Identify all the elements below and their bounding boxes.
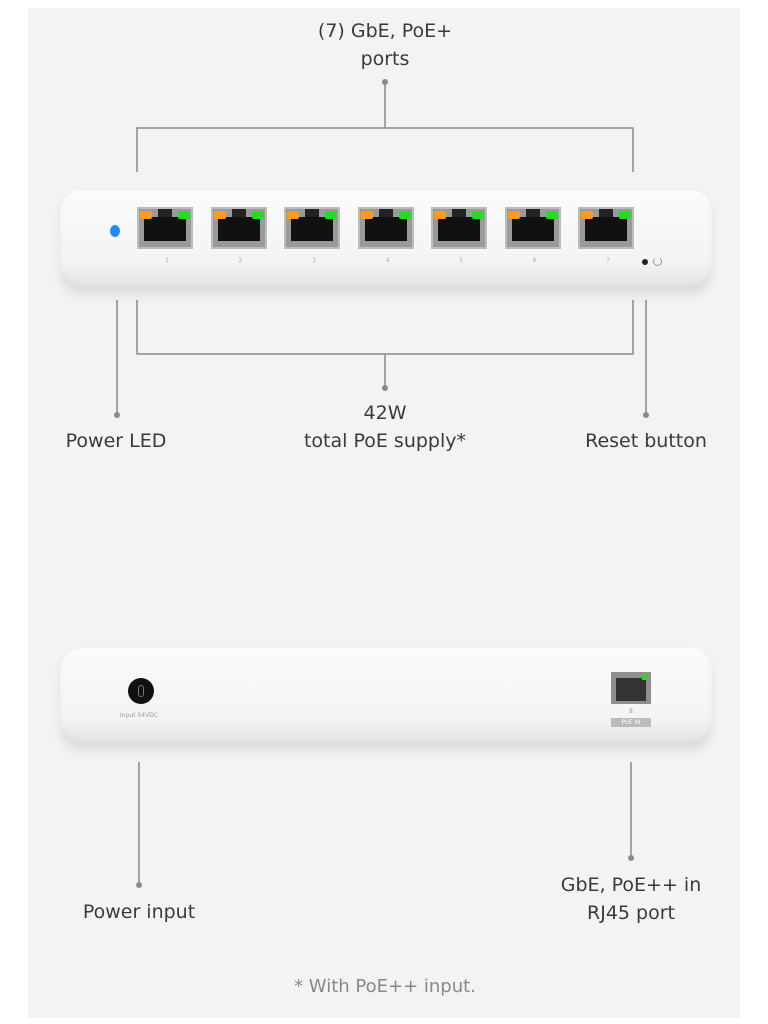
switch-front: 1 2 3 4 5 6 7 — [60, 190, 712, 290]
poe-watts: 42W — [363, 402, 407, 424]
link-led-icon — [545, 211, 558, 219]
poe-bracket — [136, 300, 634, 388]
uplink-label-line1: GbE, PoE++ in — [560, 874, 702, 896]
rj45-port-2: 2 — [210, 207, 267, 264]
uplink-label: GbE, PoE++ in RJ45 port — [561, 871, 701, 927]
uplink-port-number: 8 — [629, 708, 633, 715]
activity-led-icon — [434, 211, 446, 219]
link-led-icon — [251, 211, 264, 219]
poe-supply-label: 42W total PoE supply* — [304, 399, 466, 455]
link-led-icon — [472, 211, 484, 219]
power-input-marking: Input 54VDC — [120, 712, 158, 719]
link-led-icon — [325, 211, 337, 219]
uplink-port — [611, 672, 651, 704]
activity-led-icon — [213, 211, 226, 219]
ports-label-line1: (7) GbE, PoE+ — [317, 20, 453, 42]
ports-label-line2: ports — [360, 48, 410, 70]
link-led-icon — [619, 211, 631, 219]
activity-led-icon — [581, 211, 593, 219]
port-number: 2 — [238, 257, 243, 264]
port-number: 1 — [165, 257, 169, 264]
port-number: 3 — [312, 257, 316, 264]
reset-label: Reset button — [585, 430, 707, 452]
footnote: * With PoE++ input. — [294, 976, 476, 997]
uplink-label-line2: RJ45 port — [587, 902, 675, 924]
activity-led-icon — [360, 211, 373, 219]
link-led-icon — [398, 211, 411, 219]
ports-label: (7) GbE, PoE+ ports — [318, 17, 452, 73]
activity-led-icon — [140, 211, 152, 219]
rj45-port-1: 1 — [137, 207, 193, 264]
port-number: 5 — [459, 257, 463, 264]
rj45-port-7: 7 — [578, 207, 634, 264]
rj45-port-5: 5 — [431, 207, 487, 264]
power-input-label: Power input — [82, 901, 196, 923]
power-jack — [128, 678, 154, 704]
rj45-port-6: 6 — [504, 207, 561, 264]
link-led-icon — [178, 211, 190, 219]
port-number: 6 — [532, 257, 537, 264]
activity-led-icon — [507, 211, 520, 219]
poe-description: total PoE supply* — [303, 430, 467, 452]
power-led-label: Power LED — [65, 430, 167, 452]
activity-led-icon — [287, 211, 299, 219]
ports-bracket-top — [136, 82, 634, 172]
rj45-port-3: 3 — [284, 207, 340, 264]
power-led-icon — [110, 225, 120, 237]
port-number: 4 — [385, 257, 390, 264]
switch-back: Input 54VDC 8 PoE IN — [60, 648, 712, 746]
diagram-panel — [28, 8, 740, 1018]
port-number: 7 — [606, 257, 610, 264]
reset-button[interactable] — [642, 259, 648, 265]
reset-icon — [653, 257, 662, 266]
rj45-port-4: 4 — [357, 207, 414, 264]
uplink-port-marking: PoE IN — [611, 718, 651, 727]
